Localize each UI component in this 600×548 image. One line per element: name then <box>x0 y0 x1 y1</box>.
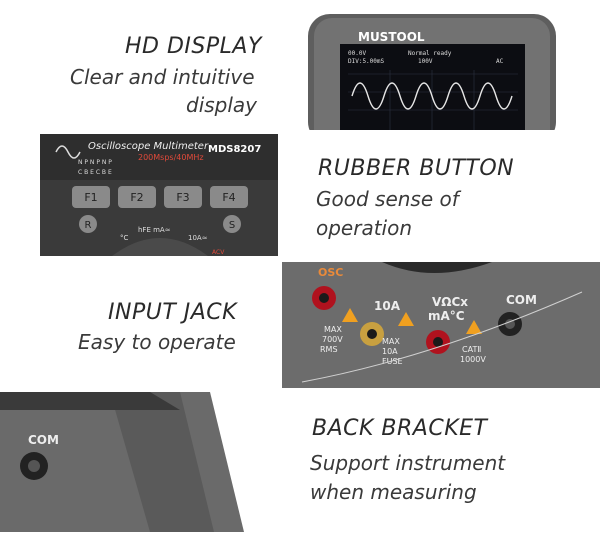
dial-amp: 10A≃ <box>188 234 208 242</box>
f1-button[interactable]: F1 <box>72 186 110 208</box>
10a-jack[interactable] <box>360 322 384 346</box>
svg-text:F3: F3 <box>176 191 189 204</box>
s-button[interactable]: S <box>223 215 241 233</box>
waveform <box>351 82 513 110</box>
warning-icon <box>342 308 358 322</box>
brand-logo: MUSTOOL <box>358 30 425 44</box>
svg-text:F1: F1 <box>84 191 97 204</box>
r-button[interactable]: R <box>79 215 97 233</box>
dial-celsius: °C <box>120 234 129 242</box>
rotary-dial[interactable] <box>112 238 208 256</box>
display-line1: Clear and intuitive <box>70 65 255 89</box>
jack-line1: Easy to operate <box>78 330 236 354</box>
vohm-label: VΩCx <box>432 295 468 309</box>
svg-text:F4: F4 <box>222 191 235 204</box>
screen <box>340 44 525 130</box>
vohm-jack[interactable] <box>426 330 450 354</box>
screen-status: Normal ready <box>408 50 452 57</box>
buttons-photo: Oscilloscope Multimeter 200Msps/40MHz MD… <box>40 134 278 256</box>
max2-line1: MAX <box>382 337 400 346</box>
bracket-com-label: COM <box>28 433 59 447</box>
divider <box>301 291 583 383</box>
osc-label: OSC <box>318 266 343 279</box>
display-line2: display <box>186 93 258 117</box>
ma-label: mA°C <box>428 309 465 323</box>
max2-line3: FUSE <box>382 357 403 366</box>
f3-button[interactable]: F3 <box>164 186 202 208</box>
bracket-line2: when measuring <box>310 480 477 504</box>
osc-jack[interactable] <box>312 286 336 310</box>
panel-title: Oscilloscope Multimeter <box>88 141 209 152</box>
screen-coupling: AC <box>496 58 504 65</box>
dial-hfe: hFE mA≃ <box>138 226 171 234</box>
svg-text:S: S <box>229 220 235 231</box>
warning-icon <box>398 312 414 326</box>
screen-trigger: 100V <box>418 58 433 65</box>
bracket-com-jack[interactable] <box>20 452 48 480</box>
transistor-top: N P N P N P <box>78 159 112 166</box>
jack-heading: INPUT JACK <box>108 300 238 325</box>
bracket-line1: Support instrument <box>310 451 506 475</box>
panel-model: MDS8207 <box>208 144 261 155</box>
f2-button[interactable]: F2 <box>118 186 156 208</box>
cat-line2: 1000V <box>460 355 486 364</box>
warning-icon <box>466 320 482 334</box>
com-jack[interactable] <box>498 312 522 336</box>
jacks-photo: OSC MAX 700V RMS 10A MAX 10A FUSE VΩCx m… <box>282 262 600 388</box>
10a-label: 10A <box>374 299 401 313</box>
bracket-stand <box>110 392 214 532</box>
button-heading: RUBBER BUTTON <box>318 156 515 181</box>
max2-line2: 10A <box>382 347 398 356</box>
dial-acv: ACV <box>212 249 225 256</box>
display-photo: MUSTOOL 00.0V DIV:5.00mS Normal ready 10… <box>300 0 600 130</box>
com-label: COM <box>506 293 537 307</box>
svg-text:R: R <box>85 220 92 231</box>
screen-voltage: 00.0V <box>348 50 366 57</box>
cat-line1: CATⅡ <box>462 345 481 354</box>
button-line1: Good sense of <box>316 187 459 211</box>
max1-line2: 700V <box>322 335 343 344</box>
button-line2: operation <box>316 216 413 240</box>
bracket-photo: COM <box>0 392 268 532</box>
svg-text:F2: F2 <box>130 191 143 204</box>
transistor-bottom: C B E C B E <box>78 169 112 176</box>
sine-icon <box>55 145 81 159</box>
f4-button[interactable]: F4 <box>210 186 248 208</box>
max1-line1: MAX <box>324 325 342 334</box>
bracket-heading: BACK BRACKET <box>312 416 488 441</box>
screen-timebase: DIV:5.00mS <box>348 58 385 65</box>
panel-spec: 200Msps/40MHz <box>138 153 204 162</box>
max1-line3: RMS <box>320 345 338 354</box>
display-heading: HD DISPLAY <box>125 34 262 59</box>
